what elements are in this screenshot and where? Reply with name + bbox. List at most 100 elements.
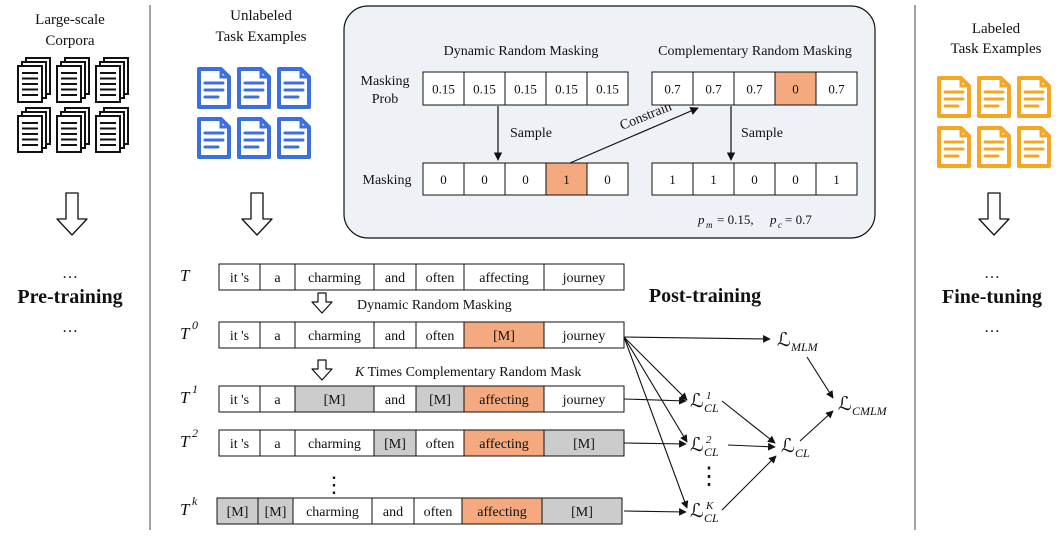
token-cell [218,385,261,413]
svg-text:CL: CL [704,445,719,459]
stacked-document-icon [56,107,90,153]
token-cell [218,263,261,291]
document-icon [1017,126,1051,168]
document-icon [277,67,311,109]
document-icon [937,76,1051,168]
token-text: affecting [479,437,529,452]
right-ellipsis-bottom: … [984,319,1000,336]
stacked-document-icon [95,57,129,103]
stacked-documents-icon [17,57,129,153]
drm-mask-cell-value: 0 [604,172,611,187]
crm-mask-cell [651,162,694,196]
svg-text:c: c [778,220,782,230]
token-cell [543,263,625,291]
svg-text:p: p [697,212,705,227]
token-text: [M] [429,393,451,408]
token-text: [M] [384,437,406,452]
drm-mask-cell [545,162,588,196]
crm-mask-cell-value: 0 [751,172,758,187]
cl2-to-cl-arrow [727,442,776,451]
drm-prob-cell-value: 0.15 [596,82,619,97]
token-cell [259,321,296,349]
stacked-document-icon [95,107,129,153]
unlabeled-title-line1: Unlabeled [230,8,292,24]
drm-mask-cell [463,162,506,196]
crm-title: Complementary Random Masking [658,44,852,59]
crm-prob-cell [692,71,735,106]
t0-to-mlm-arrow [623,335,771,343]
sequence-vertical-dots: ⋮ [323,472,345,497]
mlm-to-cmlm-arrow [806,356,834,399]
document-icon [197,67,311,159]
drm-mask-cell-value: 1 [563,172,570,187]
labeled-title-line1: Labeled [972,21,1021,37]
svg-text:T: T [180,324,191,343]
token-text: often [426,271,455,286]
token-cell [543,321,625,349]
sequence-label: T [180,266,191,285]
svg-text:CMLM: CMLM [852,404,888,418]
crm-prob-cell-value: 0.7 [664,82,681,97]
k-times-label: K Times Complementary Random Mask [354,365,581,380]
document-icon [237,67,271,109]
svg-text:MLM: MLM [790,340,819,354]
crm-prob-cell [733,71,776,106]
token-cell [371,497,415,525]
labeled-title-line2: Task Examples [950,41,1041,57]
document-icon [197,117,231,159]
drm-title: Dynamic Random Masking [444,44,599,59]
document-icon [937,76,971,118]
finetuning-label: Fine-tuning [942,286,1042,308]
unlabeled-title-line2: Task Examples [215,29,306,45]
svg-text:ℒ: ℒ [690,435,704,456]
token-text: and [385,329,405,344]
t2-to-cl2-arrow [623,440,687,448]
svg-text:1: 1 [192,382,198,396]
svg-text:= 0.7: = 0.7 [785,212,812,227]
svg-text:ℒ: ℒ [690,391,704,412]
token-cell [259,429,296,457]
masking-row-label: Masking [363,173,412,188]
token-cell [259,385,296,413]
token-cell [259,263,296,291]
token-cell [294,263,375,291]
svg-text:ℒ: ℒ [690,501,704,522]
drm-prob-cell-value: 0.15 [432,82,455,97]
svg-text:K: K [705,500,714,512]
token-cell [413,497,463,525]
token-text: often [424,505,453,520]
document-icon [1017,76,1051,118]
corpora-title-line1: Large-scale [35,12,105,28]
stacked-document-icon [17,57,51,103]
left-ellipsis-bottom: … [62,319,78,336]
cl-to-cmlm-arrow [799,410,834,442]
token-text: charming [308,271,361,286]
token-text: affecting [479,393,529,408]
svg-text:CL: CL [704,401,719,415]
crm-prob-cell-value: 0.7 [746,82,763,97]
token-text: [M] [571,505,593,520]
token-text: [M] [573,437,595,452]
token-text: affecting [477,505,527,520]
drm-prob-cell-value: 0.15 [555,82,578,97]
corpora-title-line2: Corpora [45,33,94,49]
token-text: charming [308,437,361,452]
svg-text:2: 2 [706,434,712,446]
drm-mask-cell-value: 0 [522,172,529,187]
k-times-small-arrow [311,359,333,381]
drm-prob-cell-value: 0.15 [514,82,537,97]
crm-prob-cell-value: 0.7 [705,82,722,97]
drm-mask-cell [586,162,629,196]
token-text: journey [562,271,606,286]
token-text: a [274,393,281,408]
